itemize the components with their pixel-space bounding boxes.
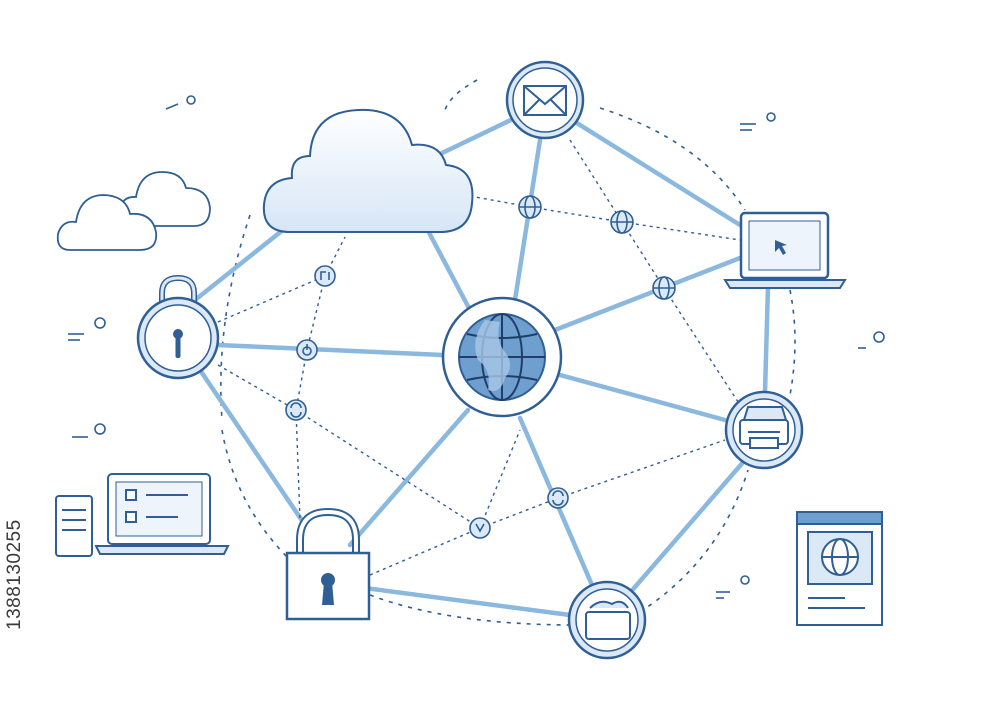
- folder-node: [567, 580, 647, 660]
- mail-node: [505, 60, 585, 140]
- link-mail-globe: [512, 137, 543, 303]
- network-links: [192, 115, 771, 618]
- link-cloud-mail: [435, 115, 518, 158]
- padlock-square-node: [285, 507, 371, 621]
- laptop-cursor-icon: [723, 211, 847, 289]
- printer-node: [724, 390, 804, 470]
- globe-icon: [458, 313, 546, 401]
- web-page-icon: [796, 511, 883, 626]
- decorative-dots: [68, 95, 885, 599]
- link-laptop-printer: [762, 283, 771, 395]
- desktop-computer: [55, 473, 230, 557]
- link-globe-laptop: [552, 255, 743, 333]
- link-padlock-globe: [215, 342, 446, 358]
- image-id-text: 1388130255: [4, 519, 25, 631]
- desktop-computer-icon: [55, 473, 230, 557]
- link-node-sync-icon: [314, 265, 336, 287]
- small-clouds: [56, 171, 211, 251]
- link-globe-padlock2: [347, 407, 471, 548]
- envelope-icon: [523, 85, 567, 116]
- dashed-outer-ring: [220, 79, 796, 626]
- keyhole-icon: [173, 329, 183, 358]
- link-mail-laptop: [569, 117, 743, 228]
- link-node-globe-icon: [652, 276, 676, 300]
- link-node-sync-icon: [469, 517, 491, 539]
- link-node-sync-icon: [547, 487, 569, 509]
- link-node-globe-icon: [518, 195, 542, 219]
- link-node-sync-icon: [285, 399, 307, 421]
- link-printer-folder: [625, 457, 748, 598]
- link-padlock-padlock: [197, 367, 308, 528]
- link-padlock2-folder: [362, 585, 573, 618]
- cloud-icon: [262, 108, 474, 233]
- link-globe-printer: [557, 372, 728, 423]
- laptop-node: [723, 211, 847, 289]
- link-nodes: [285, 195, 676, 539]
- keyhole-icon: [321, 573, 335, 605]
- browser-window: [796, 511, 883, 626]
- link-node-globe-icon: [610, 210, 634, 234]
- link-cloud-globe: [422, 222, 473, 313]
- globe-hub: [441, 296, 563, 418]
- link-node-power-icon: [296, 339, 318, 361]
- printer-icon: [739, 406, 789, 449]
- padlock-round-node: [136, 274, 220, 380]
- cloud-icon: [56, 194, 158, 251]
- cloud-large: [262, 108, 474, 233]
- folder-icon: [585, 600, 631, 640]
